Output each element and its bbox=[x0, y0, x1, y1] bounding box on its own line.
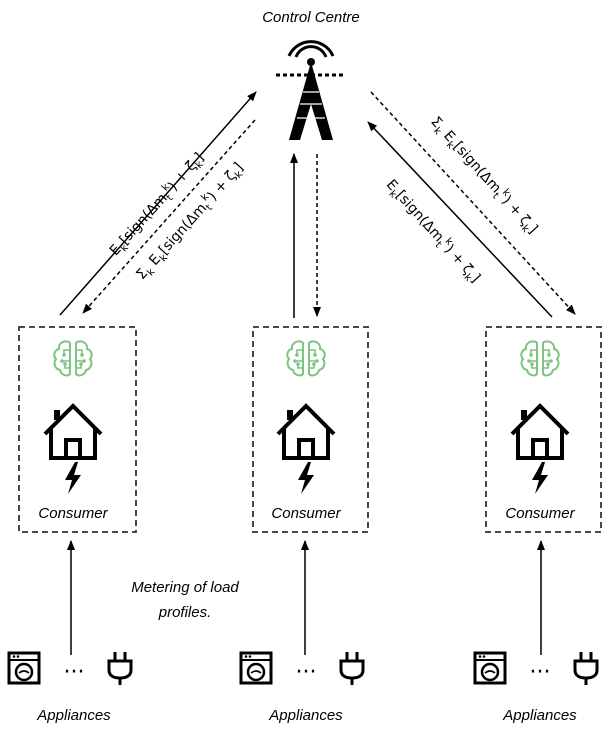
appliances-label: Appliances bbox=[268, 707, 343, 724]
ai-brain-icon bbox=[286, 340, 326, 377]
house-icon bbox=[276, 404, 336, 460]
uplink-arrow-right bbox=[367, 121, 553, 318]
ellipsis: ··· bbox=[296, 660, 317, 685]
downlink-arrow-left bbox=[82, 119, 256, 314]
consumer-box-1: Consumer bbox=[18, 326, 137, 533]
washing-machine-icon bbox=[7, 651, 41, 685]
appliances-group-2: ··· Appliances bbox=[239, 650, 365, 724]
power-plug-icon bbox=[339, 650, 365, 687]
house-icon bbox=[510, 404, 570, 460]
consumer-box-2: Consumer bbox=[252, 326, 369, 533]
appliances-group-1: ··· Appliances bbox=[7, 650, 133, 724]
ellipsis: ··· bbox=[530, 660, 551, 685]
washing-machine-icon bbox=[473, 651, 507, 685]
lightning-bolt-icon bbox=[65, 462, 81, 494]
edge-label-right-uplink: Ek[sign(Δmtk) + ζk] bbox=[380, 175, 484, 287]
lightning-bolt-icon bbox=[298, 462, 314, 494]
consumer-label: Consumer bbox=[271, 505, 341, 522]
consumer-label: Consumer bbox=[38, 505, 108, 522]
control-centre-label: Control Centre bbox=[262, 9, 360, 26]
power-plug-icon bbox=[573, 650, 599, 687]
appliances-label: Appliances bbox=[502, 707, 577, 724]
downlink-arrow-right bbox=[370, 91, 576, 315]
metering-note-line-2: profiles. bbox=[158, 604, 212, 621]
consumer-label: Consumer bbox=[505, 505, 575, 522]
svg-text:Σk Ek[sign(Δmtk) + ζk]: Σk Ek[sign(Δmtk) + ζk] bbox=[425, 112, 542, 239]
svg-text:Ek[sign(Δmtk) + ζk]: Ek[sign(Δmtk) + ζk] bbox=[380, 175, 484, 287]
consumer-box-3: Consumer bbox=[485, 326, 602, 533]
ellipsis: ··· bbox=[64, 660, 85, 685]
radio-tower-icon bbox=[276, 40, 346, 140]
ai-brain-icon bbox=[520, 340, 560, 377]
edge-label-right-downlink: Σk Ek[sign(Δmtk) + ζk] bbox=[425, 112, 542, 239]
power-plug-icon bbox=[107, 650, 133, 687]
uplink-arrow-left bbox=[59, 91, 257, 316]
appliances-label: Appliances bbox=[36, 707, 111, 724]
house-icon bbox=[43, 404, 103, 460]
washing-machine-icon bbox=[239, 651, 273, 685]
ai-brain-icon bbox=[53, 340, 93, 377]
lightning-bolt-icon bbox=[532, 462, 548, 494]
metering-note-line-1: Metering of load bbox=[131, 579, 239, 596]
appliances-group-3: ··· Appliances bbox=[473, 650, 599, 724]
